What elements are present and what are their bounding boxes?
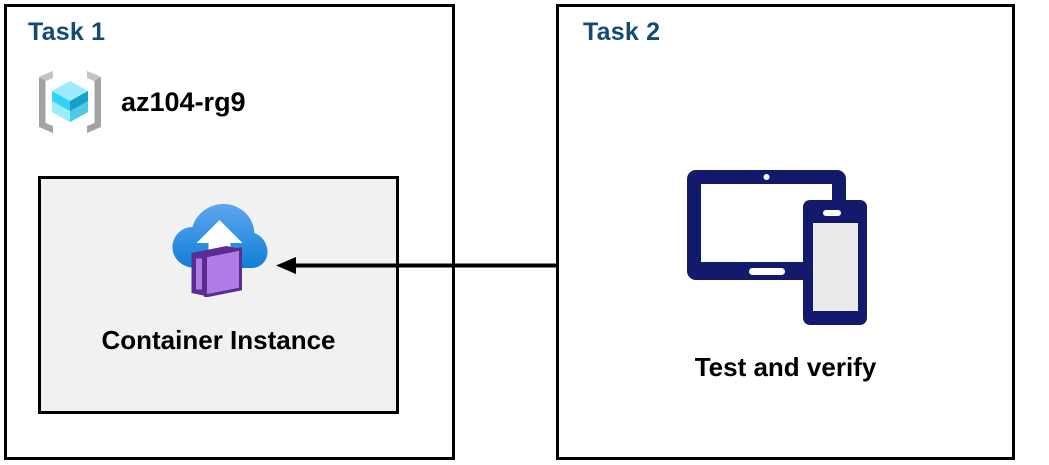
- devices-label: Test and verify: [694, 352, 877, 382]
- container-instance-label: Container Instance: [101, 325, 336, 355]
- azure-container-instance-icon: [172, 204, 267, 297]
- resource-group-label: az104-rg9: [121, 86, 246, 117]
- container-instance-box: Container Instance: [38, 176, 399, 414]
- tablet-and-phone-devices-icon: [687, 170, 867, 325]
- task-1-title: Task 1: [28, 18, 106, 46]
- azure-resource-group-icon: [39, 71, 101, 133]
- resource-group-row: az104-rg9: [33, 62, 313, 142]
- task-2-title: Task 2: [583, 18, 661, 46]
